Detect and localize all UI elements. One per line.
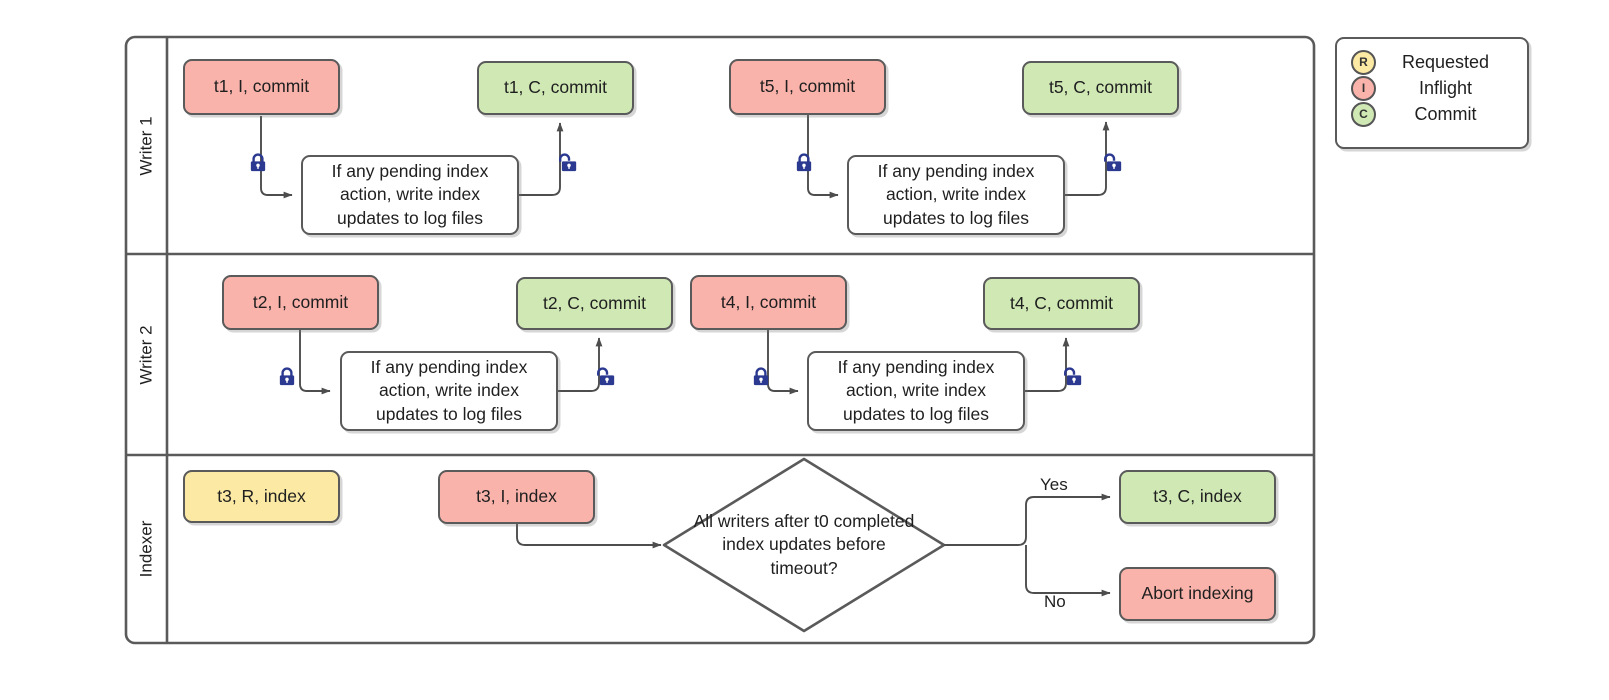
edge-w2-proc-to-commit	[558, 337, 603, 392]
lock-open-icon	[1104, 153, 1122, 172]
node-label: t4, I, commit	[720, 291, 817, 312]
node-label: t5, I, commit	[759, 76, 856, 97]
node-label: t5, C, commit	[1048, 77, 1153, 98]
node-label: t3, C, index	[1153, 486, 1242, 507]
lock-closed-icon	[796, 153, 812, 172]
node-w1-t1-inflight[interactable]: t1, I, commit	[183, 59, 340, 115]
node-label: If any pending index action, write index…	[331, 161, 489, 228]
lock-closed-icon	[250, 153, 266, 172]
node-label: t1, C, commit	[503, 77, 608, 98]
edge-w2-t2-to-proc	[299, 330, 331, 395]
node-ix-t3-commit[interactable]: t3, C, index	[1119, 470, 1276, 524]
legend-label-requested: Requested	[1401, 51, 1490, 72]
node-ix-t3-requested[interactable]: t3, R, index	[183, 470, 340, 523]
edge-ix-inflight-to-decision	[516, 524, 662, 549]
edge-w2-proc-b-to-commit	[1025, 337, 1070, 392]
node-label: t3, I, index	[476, 486, 557, 507]
node-label: All writers after t0 completed index upd…	[693, 511, 915, 578]
node-label: Abort indexing	[1141, 583, 1254, 604]
legend-item-requested: R Requested	[1351, 49, 1509, 75]
node-label: t2, C, commit	[542, 292, 647, 313]
node-w1-process-b[interactable]: If any pending index action, write index…	[847, 155, 1065, 235]
node-w2-t2-inflight[interactable]: t2, I, commit	[222, 275, 379, 330]
legend-item-inflight: I Inflight	[1351, 75, 1509, 101]
node-ix-decision[interactable]: All writers after t0 completed index upd…	[690, 505, 918, 585]
edge-decision-yes	[944, 493, 1111, 546]
lock-open-icon	[1064, 367, 1082, 386]
node-label: t3, R, index	[217, 485, 306, 506]
edge-label-yes: Yes	[1040, 475, 1068, 494]
lock-closed-icon	[753, 367, 769, 386]
legend-label-inflight: Inflight	[1418, 77, 1473, 98]
node-w1-t5-commit[interactable]: t5, C, commit	[1022, 61, 1179, 115]
legend-label-commit: Commit	[1414, 103, 1477, 124]
node-w2-process-b[interactable]: If any pending index action, write index…	[807, 351, 1025, 431]
node-label: t1, I, commit	[213, 76, 310, 97]
lane-label-writer2: Writer 2	[136, 324, 156, 385]
legend-badge-requested-icon: R	[1351, 49, 1376, 75]
node-label: t2, I, commit	[252, 291, 349, 312]
edge-w1-proc-b-to-commit	[1065, 121, 1110, 196]
node-w1-process-a[interactable]: If any pending index action, write index…	[301, 155, 519, 235]
node-label: t4, C, commit	[1009, 292, 1114, 313]
node-w1-t1-commit[interactable]: t1, C, commit	[477, 61, 634, 115]
lock-open-icon	[559, 153, 577, 172]
edge-decision-no	[1025, 545, 1111, 597]
node-label: If any pending index action, write index…	[837, 357, 995, 424]
lock-open-icon	[597, 367, 615, 386]
node-w1-t5-inflight[interactable]: t5, I, commit	[729, 59, 886, 115]
edge-w2-t4-to-proc	[767, 330, 799, 395]
legend-badge-commit-icon: C	[1351, 101, 1376, 127]
legend-badge-inflight-icon: I	[1351, 75, 1376, 101]
lane-label-indexer: Indexer	[136, 520, 156, 578]
node-w2-t4-commit[interactable]: t4, C, commit	[983, 277, 1140, 330]
node-w2-t2-commit[interactable]: t2, C, commit	[516, 277, 673, 330]
edge-w1-proc-to-commit	[519, 122, 564, 196]
legend-panel: R Requested I Inflight C Commit	[1335, 37, 1529, 149]
node-label: If any pending index action, write index…	[370, 357, 528, 424]
node-w2-process-a[interactable]: If any pending index action, write index…	[340, 351, 558, 431]
lane-label-writer1: Writer 1	[136, 115, 156, 176]
legend-item-commit: C Commit	[1351, 101, 1509, 127]
node-ix-t3-inflight[interactable]: t3, I, index	[438, 470, 595, 524]
lock-closed-icon	[279, 367, 295, 386]
node-w2-t4-inflight[interactable]: t4, I, commit	[690, 275, 847, 330]
edge-label-no: No	[1044, 592, 1066, 611]
node-label: If any pending index action, write index…	[877, 161, 1035, 228]
node-ix-abort[interactable]: Abort indexing	[1119, 567, 1276, 621]
